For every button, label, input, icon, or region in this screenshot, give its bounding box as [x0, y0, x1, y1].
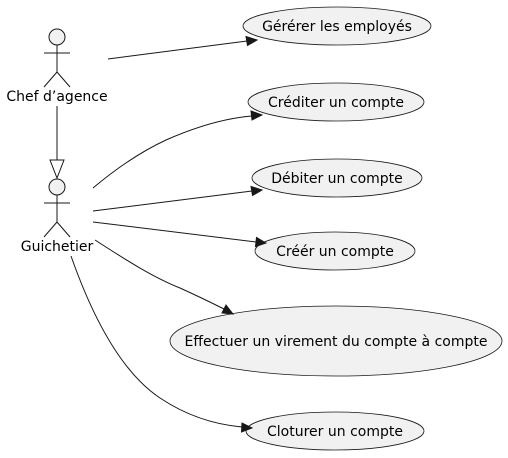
usecase-creer-shape [254, 231, 416, 271]
association-arrowhead [254, 236, 268, 248]
actor-guichetier-leg-right [56, 221, 71, 238]
usecase-creer[interactable]: Créér un compte [254, 231, 416, 271]
usecase-crediter-label: Créditer un compte [268, 95, 404, 111]
association-line [92, 190, 253, 212]
usecase-crediter[interactable]: Créditer un compte [247, 82, 425, 122]
actor-chef-head [48, 28, 66, 46]
actor-guichetier[interactable]: Guichetier [21, 178, 94, 255]
usecase-debiter[interactable]: Débiter un compte [251, 158, 423, 198]
actor-guichetier-leg-left [43, 221, 58, 238]
usecase-debiter-shape [251, 158, 423, 198]
usecase-cloturer-shape [245, 411, 425, 451]
association-guichetier-virement [94, 239, 235, 315]
association-arrowhead [221, 304, 235, 315]
usecase-debiter-label: Débiter un compte [271, 171, 403, 187]
association-chef-gerer [107, 35, 259, 60]
generalization-arrowhead [49, 159, 65, 180]
association-arrowhead [250, 185, 264, 197]
usecase-virement[interactable]: Effectuer un virement du compte à compte [169, 305, 503, 377]
usecase-creer-label: Créér un compte [276, 244, 394, 260]
usecase-cloturer[interactable]: Cloturer un compte [245, 411, 425, 451]
association-arrowhead [250, 110, 264, 121]
association-line [94, 239, 225, 310]
usecase-virement-label: Effectuer un virement du compte à compte [185, 334, 488, 350]
association-guichetier-cloturer [70, 255, 254, 433]
usecase-gerer-shape [242, 6, 432, 46]
usecase-gerer[interactable]: Gérérer les employés [242, 6, 432, 46]
association-arrowhead [245, 35, 259, 47]
generalization-guichetier-chef [49, 106, 65, 180]
usecase-gerer-label: Gérérer les employés [262, 19, 412, 35]
association-line [92, 221, 257, 243]
association-line [107, 40, 248, 60]
association-arrowhead [240, 422, 254, 433]
usecase-virement-shape [169, 305, 503, 377]
actor-chef-leg-left [43, 71, 58, 88]
usecase-crediter-shape [247, 82, 425, 122]
actor-guichetier-label: Guichetier [21, 239, 94, 255]
association-line [92, 115, 253, 189]
actor-guichetier-head [48, 178, 66, 196]
association-guichetier-debiter [92, 185, 264, 212]
association-line [70, 255, 243, 428]
actor-chef-label: Chef d’agence [6, 89, 107, 105]
actor-chef[interactable]: Chef d’agence [6, 28, 108, 105]
association-guichetier-crediter [92, 110, 264, 189]
association-guichetier-creer [92, 221, 268, 248]
usecase-cloturer-label: Cloturer un compte [267, 424, 403, 440]
actor-chef-leg-right [56, 71, 71, 88]
